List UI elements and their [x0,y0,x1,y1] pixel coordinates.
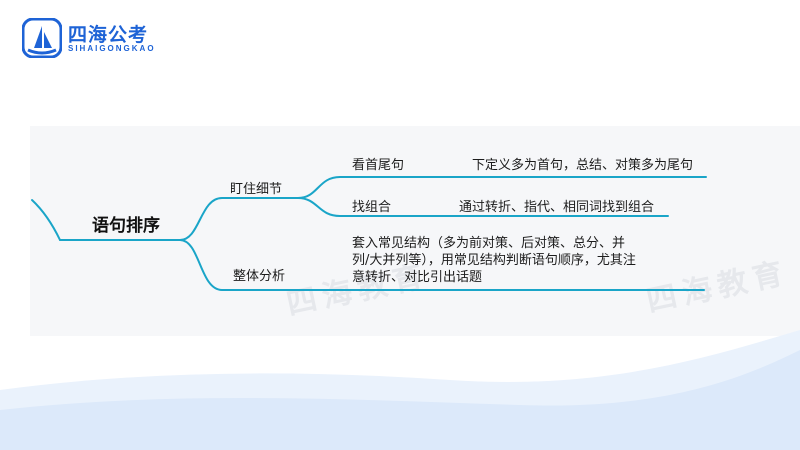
connector-branch1-leaf2 [297,197,669,217]
logo-english-text: SIHAIGONGKAO [68,44,156,53]
mindmap-branch: 盯住细节 [230,182,283,197]
mindmap-leaf-detail: 通过转折、指代、相同词找到组合 [459,200,655,215]
brand-logo: 四海公考 SIHAIGONGKAO [22,18,192,62]
bottom-wave-decoration [0,330,800,450]
mindmap-leaf: 看首尾句 [352,158,405,173]
connector-branch1-leaf1 [297,176,707,199]
mindmap-leaf-detail: 下定义多为首句，总结、对策多为尾句 [472,158,694,173]
mindmap-branch: 整体分析 [233,269,286,284]
root-left-line [31,199,61,241]
connector-root-branch2 [179,239,331,291]
mindmap-root: 语句排序 [92,216,160,236]
sailboat-logo-icon [22,18,62,58]
mindmap-leaf-detail: 套入常见结构（多为前对策、后对策、总分、并列/大并列等），用常见结构判断语句顺序… [352,236,636,285]
content-band [30,126,800,336]
mindmap-leaf: 找组合 [352,200,392,215]
logo-chinese-text: 四海公考 [68,24,149,46]
connector-root-branch1 [179,197,299,241]
